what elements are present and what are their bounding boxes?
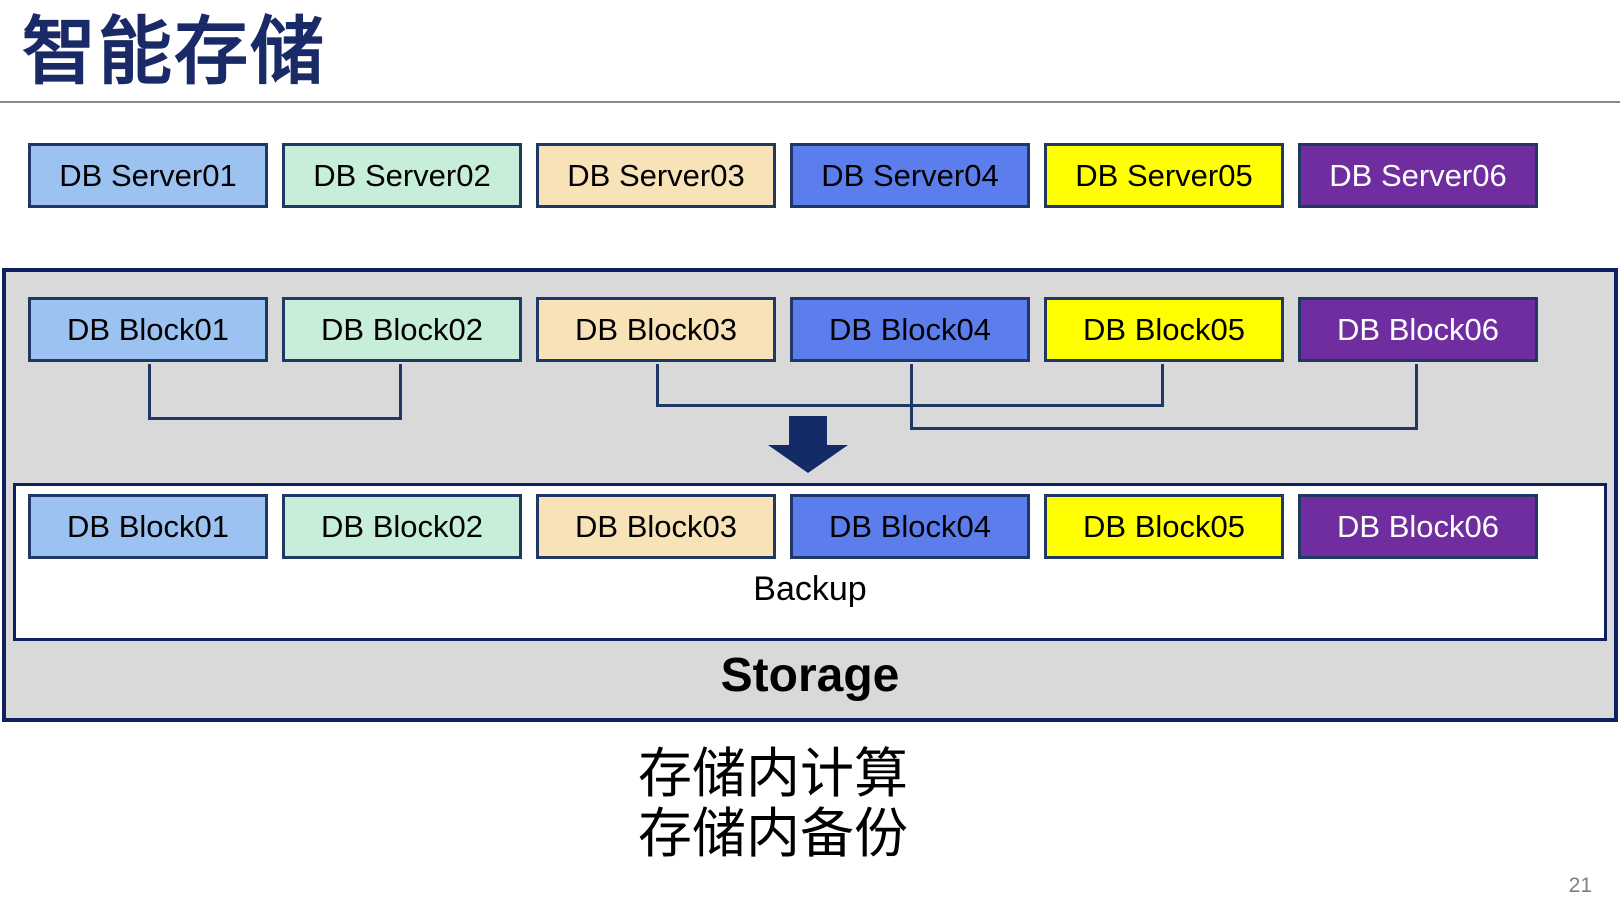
footer-note-line2: 存储内备份	[638, 804, 908, 864]
db-server-box-1: DB Server01	[28, 143, 268, 208]
footer-notes: 存储内计算 存储内备份	[638, 744, 908, 864]
page-number: 21	[1568, 874, 1592, 897]
db-block-bottom-2: DB Block02	[282, 494, 522, 559]
db-block-top-1: DB Block01	[28, 297, 268, 362]
db-block-row-bottom: DB Block01 DB Block02 DB Block03 DB Bloc…	[28, 494, 1538, 559]
db-block-row-top: DB Block01 DB Block02 DB Block03 DB Bloc…	[28, 297, 1538, 362]
db-block-bottom-1: DB Block01	[28, 494, 268, 559]
db-block-bottom-4: DB Block04	[790, 494, 1030, 559]
db-server-box-3: DB Server03	[536, 143, 776, 208]
db-server-row: DB Server01 DB Server02 DB Server03 DB S…	[28, 143, 1538, 208]
down-arrow-icon	[789, 416, 827, 446]
db-block-bottom-5: DB Block05	[1044, 494, 1284, 559]
db-server-box-6: DB Server06	[1298, 143, 1538, 208]
db-block-bottom-3: DB Block03	[536, 494, 776, 559]
footer-note-line1: 存储内计算	[638, 744, 908, 804]
connector-block01-block02	[148, 364, 402, 420]
db-block-bottom-6: DB Block06	[1298, 494, 1538, 559]
db-block-top-6: DB Block06	[1298, 297, 1538, 362]
down-arrow-icon	[768, 445, 848, 473]
db-block-top-4: DB Block04	[790, 297, 1030, 362]
db-server-box-4: DB Server04	[790, 143, 1030, 208]
backup-label: Backup	[753, 570, 867, 608]
db-block-top-3: DB Block03	[536, 297, 776, 362]
db-server-box-2: DB Server02	[282, 143, 522, 208]
storage-label: Storage	[720, 649, 900, 702]
db-server-box-5: DB Server05	[1044, 143, 1284, 208]
connector-block04-block06	[910, 364, 1418, 430]
db-block-top-5: DB Block05	[1044, 297, 1284, 362]
title-divider	[0, 101, 1620, 103]
slide-title: 智能存储	[22, 10, 326, 93]
db-block-top-2: DB Block02	[282, 297, 522, 362]
